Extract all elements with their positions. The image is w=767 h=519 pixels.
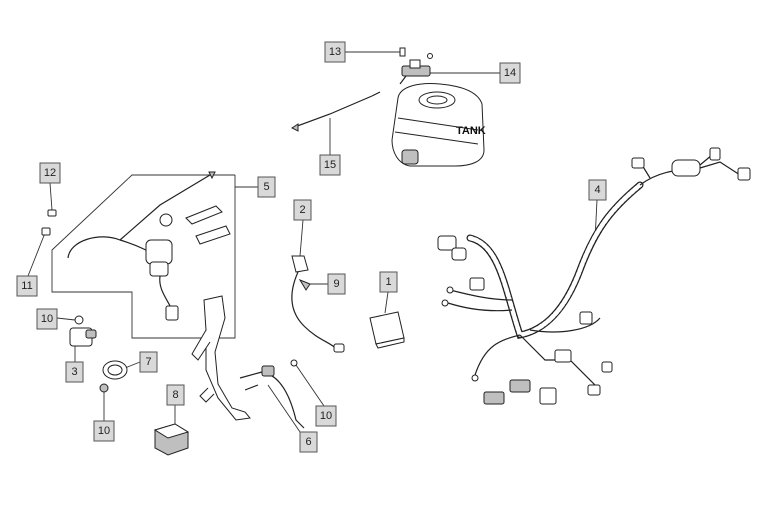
callout-1: 1 (379, 271, 398, 293)
callout-9: 9 (327, 273, 346, 295)
callout-2-label: 2 (299, 204, 305, 216)
callout-14-label: 14 (504, 67, 516, 79)
rubber-block (153, 423, 190, 456)
screw-9 (298, 278, 311, 291)
callout-10-right: 10 (315, 405, 337, 427)
callout-10-right-label: 10 (320, 410, 332, 422)
ignition-switch-set (67, 171, 231, 321)
callout-10-bottom-label: 10 (98, 425, 110, 437)
fuel-tank: TANK (391, 83, 486, 167)
callout-5: 5 (257, 176, 276, 198)
wiring-harness (437, 147, 751, 405)
callout-6: 6 (299, 431, 318, 453)
callout-7: 7 (139, 351, 158, 373)
callout-4: 4 (588, 179, 607, 201)
callout-7-label: 7 (145, 356, 151, 368)
frame-bracket (191, 295, 305, 429)
callout-5-label: 5 (263, 181, 269, 193)
callout-11-label: 11 (21, 280, 32, 292)
nut-10-left (74, 315, 84, 325)
callout-15-label: 15 (324, 159, 336, 171)
callout-14: 14 (499, 62, 521, 84)
callout-4-label: 4 (594, 184, 600, 196)
callout-12-label: 12 (44, 167, 56, 179)
callout-3: 3 (65, 361, 84, 383)
callout-13: 13 (324, 41, 346, 63)
control-unit (369, 311, 405, 349)
nut-10-bottom (99, 383, 109, 393)
relay (69, 327, 97, 347)
callout-2: 2 (293, 199, 312, 221)
callout-6-label: 6 (305, 436, 311, 448)
callout-10-bottom: 10 (93, 420, 115, 442)
tank-label: TANK (456, 125, 486, 137)
nut-10-right (290, 359, 298, 367)
callouts: 1 2 3 4 5 6 7 8 (16, 41, 607, 453)
callout-15: 15 (319, 154, 341, 176)
callout-13-label: 13 (329, 46, 341, 58)
callout-1-label: 1 (385, 276, 391, 288)
callout-10-left-label: 10 (41, 313, 53, 325)
sensor-cable (291, 255, 345, 353)
screw-13 (399, 47, 433, 59)
lead-wire-15 (291, 91, 381, 132)
grommet-ring (102, 360, 128, 380)
callout-8-label: 8 (172, 389, 178, 401)
leader-lines (27, 51, 598, 433)
callout-12: 12 (39, 162, 61, 184)
callout-8: 8 (166, 384, 185, 406)
bolts-11-12 (41, 209, 57, 236)
callout-10-left: 10 (36, 308, 58, 330)
callout-11: 11 (16, 275, 38, 297)
callout-3-label: 3 (71, 366, 77, 378)
callout-9-label: 9 (333, 278, 339, 290)
fuel-sender (399, 59, 431, 85)
